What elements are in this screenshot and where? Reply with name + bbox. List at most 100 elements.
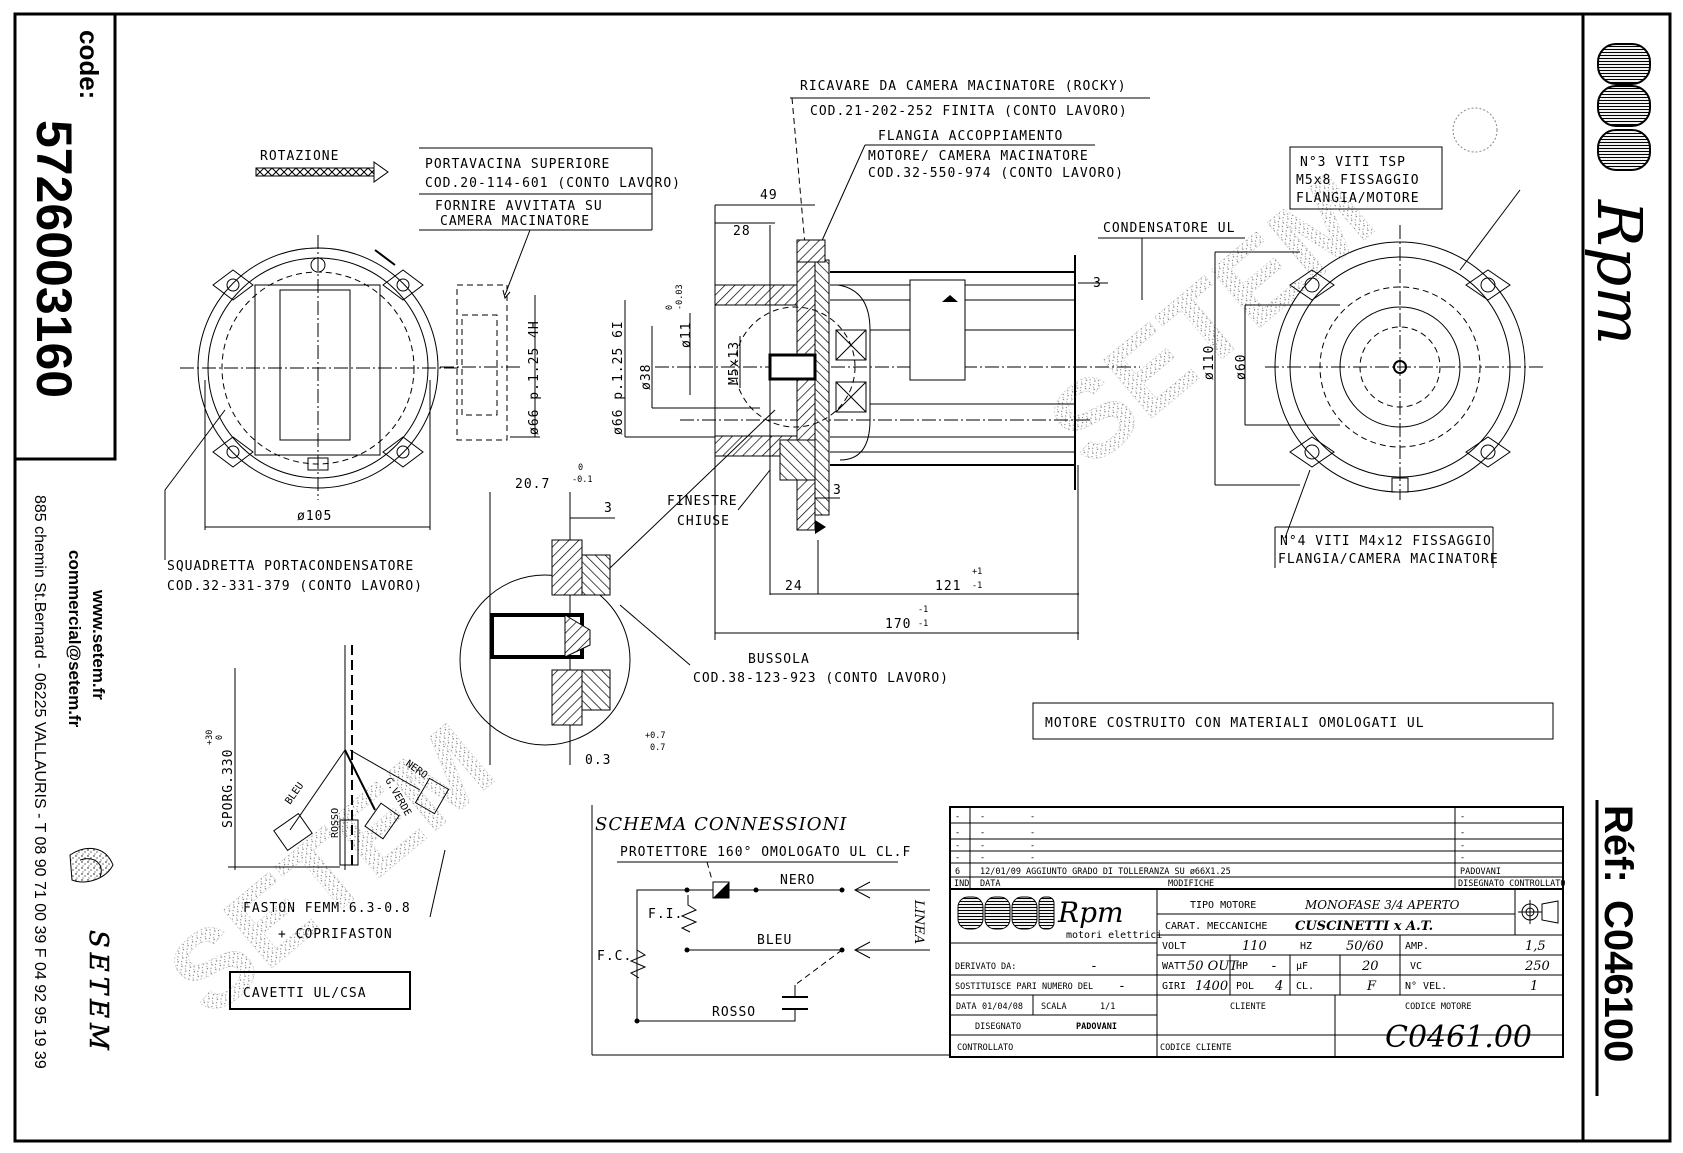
revision-modifiche: - xyxy=(1030,828,1035,838)
portavacina-text-2: COD.20-114-601 (CONTO LAVORO) xyxy=(425,176,681,191)
watt-label: WATT xyxy=(1162,961,1186,972)
dim-20-7: 20.7 xyxy=(515,477,550,492)
schema-linea-label: LINEA xyxy=(911,899,926,944)
ref-value: C046100 xyxy=(1596,900,1640,1062)
dim-170: 170 xyxy=(885,617,911,632)
vc-label: VC xyxy=(1410,961,1422,972)
dim-3-detail: 3 xyxy=(604,501,613,516)
dim-d11-tol-plus: 0 xyxy=(665,305,675,310)
viti4-label: N°4 VITI M4x12 FISSAGGIO FLANGIA/CAMERA … xyxy=(1274,526,1498,568)
revision-ind: - xyxy=(955,853,960,863)
motor-end-view-right: ø110 ø60 xyxy=(1202,189,1545,539)
revision-data: - xyxy=(980,853,985,863)
left-strip: code: 5726003160 www.setem.fr commercial… xyxy=(13,12,117,1069)
cavetti-text: CAVETTI UL/CSA xyxy=(243,986,367,1001)
codice-cliente-label: CODICE CLIENTE xyxy=(1160,1043,1232,1053)
dim-d38: ø38 xyxy=(639,364,654,390)
finestre-text-2: CHIUSE xyxy=(677,514,730,529)
cliente-label: CLIENTE xyxy=(1230,1002,1266,1012)
carat-label: CARAT. MECCANICHE xyxy=(1165,921,1267,932)
portavacina-text-1: PORTAVACINA SUPERIORE xyxy=(425,157,610,172)
header-disegnato-controllato: DISEGNATO CONTROLLATO xyxy=(1458,879,1565,889)
email-link[interactable]: commercial@setem.fr xyxy=(65,550,84,728)
dim-d11: ø11 xyxy=(679,322,694,348)
dim-3-top: 3 xyxy=(1093,276,1102,291)
website-link[interactable]: www.setem.fr xyxy=(89,589,108,700)
rpm-brand: Rpm xyxy=(1583,199,1656,345)
right-strip: Rpm Réf: C046100 xyxy=(1581,14,1656,1141)
squadretta-text-1: SQUADRETTA PORTACONDENSATORE xyxy=(167,559,414,574)
vc-value: 250 xyxy=(1524,959,1550,974)
giri-label: GIRI xyxy=(1162,981,1186,992)
registered-mark-icon xyxy=(1452,107,1498,153)
pol-label: POL xyxy=(1236,981,1254,992)
viti3-text-1: N°3 VITI TSP xyxy=(1300,155,1406,170)
revision-ind: - xyxy=(955,841,960,851)
watt-value: 50 OUT xyxy=(1187,959,1239,974)
revision-disegnato: - xyxy=(1460,853,1465,863)
revision-data: - xyxy=(980,812,985,822)
dim-d60: ø60 xyxy=(1234,354,1249,380)
hz-label: HZ xyxy=(1300,941,1312,952)
code-value: 5726003160 xyxy=(26,120,82,398)
dim-sporg-tol-plus: +30 xyxy=(205,730,215,745)
dim-0-3-tol-minus: 0.7 xyxy=(650,743,665,753)
faston-text-1: FASTON FEMM.6.3-0.8 xyxy=(243,901,411,916)
header-data: DATA xyxy=(980,879,1000,889)
dim-0-3: 0.3 xyxy=(585,753,611,768)
schema-wire-bleu: BLEU xyxy=(757,933,792,948)
revision-disegnato: - xyxy=(1460,812,1465,822)
portavacina-text-3: FORNIRE AVVITATA SU xyxy=(435,199,603,214)
portavacina-view: ø66 p.1.25 4H xyxy=(440,229,542,441)
hz-value: 50/60 xyxy=(1346,939,1383,954)
condensatore-label: CONDENSATORE UL xyxy=(1098,221,1245,300)
revision-row: ---- xyxy=(955,828,1465,838)
dim-d110: ø110 xyxy=(1202,345,1217,380)
flangia-text-2: MOTORE/ CAMERA MACINATORE xyxy=(868,149,1089,164)
portavacina-label: PORTAVACINA SUPERIORE COD.20-114-601 (CO… xyxy=(419,147,681,231)
wire-label-bleu: BLEU xyxy=(283,781,306,807)
ricavare-text-2: COD.21-202-252 FINITA (CONTO LAVORO) xyxy=(810,104,1128,119)
wire-label-rosso: ROSSO xyxy=(330,808,341,838)
revision-modifiche: - xyxy=(1030,841,1035,851)
dim-170-tol-plus: -1 xyxy=(918,605,928,615)
sostituisce-label: SOSTITUISCE PARI NUMERO DEL xyxy=(955,982,1093,992)
revision-ind: - xyxy=(955,812,960,822)
ref-label: Réf: xyxy=(1596,805,1640,883)
schema-fc-label: F.C. xyxy=(597,949,632,964)
pol-value: 4 xyxy=(1274,979,1283,994)
rotation-arrow-icon xyxy=(373,161,389,183)
amp-value: 1,5 xyxy=(1525,939,1546,954)
amp-label: AMP. xyxy=(1405,941,1429,952)
derivato-value: - xyxy=(1090,959,1099,974)
wire-leads-view: BLEU ROSSO G.VERDE NERO SPORG.330 +30 0 … xyxy=(205,645,450,1010)
scala-value: 1/1 xyxy=(1100,1002,1115,1012)
marker-triangle-icon xyxy=(942,295,958,302)
cl-value: F xyxy=(1366,979,1377,994)
revision-ind: - xyxy=(955,828,960,838)
dim-20-7-tol-minus: -0.1 xyxy=(572,475,592,485)
revision-row: ---- xyxy=(955,853,1465,863)
dim-sporg-tol-minus: 0 xyxy=(215,735,225,740)
viti4-text-1: N°4 VITI M4x12 FISSAGGIO xyxy=(1280,534,1492,549)
schema-wire-rosso: ROSSO xyxy=(712,1005,756,1020)
disegnato-label: DISEGNATO xyxy=(975,1022,1021,1032)
motor-end-view-left: ø105 xyxy=(164,235,460,560)
dim-49: 49 xyxy=(760,188,778,203)
revision-disegnato: - xyxy=(1460,828,1465,838)
projection-symbol-icon xyxy=(1518,900,1559,924)
motor-section-view: 28 49 3 3 24 121 +1 -1 170 -1 -1 ø66 p.1… xyxy=(611,188,1140,640)
uf-value: 20 xyxy=(1361,959,1379,974)
hp-value: - xyxy=(1270,959,1279,974)
title-logo-text: Rpm xyxy=(1057,896,1124,929)
dim-m5x13: M5x13 xyxy=(727,341,742,385)
tipo-motore-label: TIPO MOTORE xyxy=(1190,900,1256,911)
schema-title: SCHEMA CONNESSIONI xyxy=(595,814,847,835)
materials-note-text: MOTORE COSTRUITO CON MATERIALI OMOLOGATI… xyxy=(1045,716,1425,731)
code-label: code: xyxy=(74,30,104,99)
drawing-frame xyxy=(13,12,1672,1143)
rotation-label: ROTAZIONE xyxy=(260,149,339,164)
